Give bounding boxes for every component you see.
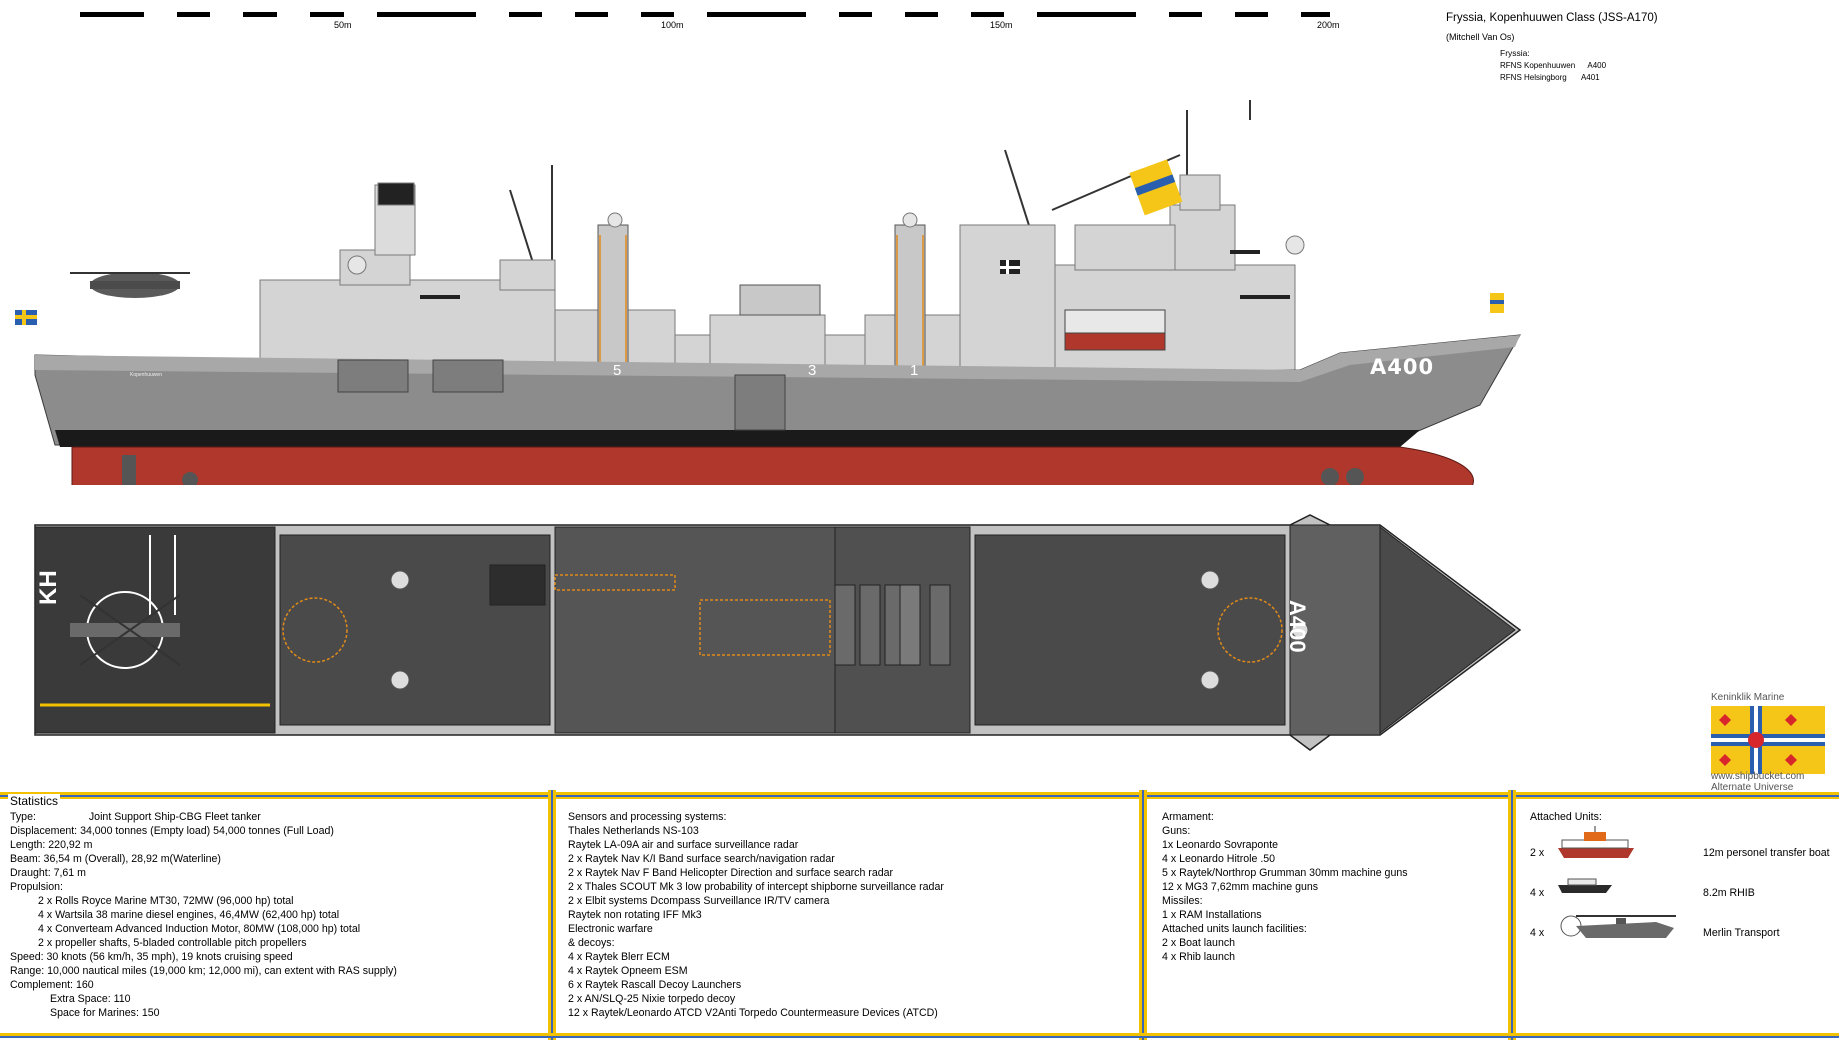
sensor-line: 2 x Elbit systems Dcompass Surveillance …: [568, 895, 830, 907]
ship-entry: RFNS Kopenhuuwen A400: [1500, 61, 1606, 70]
sensor-line: Raytek LA-09A air and surface surveillan…: [568, 839, 799, 851]
scale-label-150m: 150m: [990, 20, 1013, 30]
general-stats-column: Type: Joint Support Ship-CBG Fleet tanke…: [10, 810, 397, 1020]
superstructure: [259, 174, 1296, 386]
unit-name: 12m personel transfer boat: [1703, 847, 1830, 859]
scale-bar: 50m 100m 150m 200m: [80, 12, 1340, 38]
ship-name: RFNS Kopenhuuwen: [1500, 61, 1576, 70]
stat-line: 4 x Converteam Advanced Induction Motor,…: [38, 923, 361, 935]
sensor-line: 2 x Thales SCOUT Mk 3 low probability of…: [568, 881, 944, 893]
sensor-line: 4 x Raytek Opneem ESM: [568, 965, 688, 977]
ship-entry: RFNS Helsingborg A401: [1500, 73, 1600, 82]
universe-note: Alternate Universe: [1711, 782, 1794, 793]
helideck-marking: KH: [35, 570, 62, 605]
attached-units-title: Attached Units:: [1530, 811, 1602, 823]
stat-line: 2 x Rolls Royce Marine MT30, 72MW (96,00…: [38, 895, 294, 907]
scale-label-50m: 50m: [334, 20, 352, 30]
sensor-line: 2 x AN/SLQ-25 Nixie torpedo decoy: [568, 993, 736, 1005]
ras-station-number: 1: [910, 362, 919, 379]
armament-line: Armament:: [1162, 811, 1214, 823]
sensor-line: Raytek non rotating IFF Mk3: [568, 909, 702, 921]
deck-sections: [34, 524, 1516, 736]
stat-line: 4 x Wartsila 38 marine diesel engines, 4…: [38, 909, 340, 921]
statistics-panel: Statistics Type: Joint Support Ship-CBG …: [0, 790, 1839, 1040]
stat-line: Type: Joint Support Ship-CBG Fleet tanke…: [10, 811, 261, 823]
unit-qty: 4 x: [1530, 927, 1545, 939]
statistics-tab: Statistics: [8, 794, 61, 808]
waterline-stripe: [55, 430, 1420, 447]
unit-name: 8.2m RHIB: [1703, 887, 1755, 899]
armament-line: 2 x Boat launch: [1162, 937, 1236, 949]
sensor-line: Sensors and processing systems:: [568, 811, 727, 823]
ras-station-number: 3: [808, 362, 817, 379]
scale-label-200m: 200m: [1317, 20, 1340, 30]
armament-line: Attached units launch facilities:: [1162, 923, 1307, 935]
hull-name: Kopenhuuwen: [130, 372, 162, 378]
radomes: [347, 212, 1305, 275]
ship-profile-view: [15, 100, 1521, 485]
sensor-line: 2 x Raytek Nav F Band Helicopter Directi…: [568, 867, 894, 879]
sensor-line: Thales Netherlands NS-103: [568, 825, 699, 837]
stat-line: Draught: 7,61 m: [10, 867, 86, 879]
armament-line: Guns:: [1162, 825, 1191, 837]
armament-line: 1x Leonardo Sovraponte: [1162, 839, 1279, 851]
armament-column: Armament: Guns: 1x Leonardo Sovraponte 4…: [1162, 810, 1408, 964]
hull-pennant-number: A400: [1370, 355, 1435, 379]
country-label: Fryssia:: [1500, 48, 1530, 58]
stat-line: Displacement: 34,000 tonnes (Empty load)…: [10, 825, 334, 837]
naval-ensign-flag: [1711, 706, 1825, 774]
unit-qty: 2 x: [1530, 847, 1545, 859]
stat-line: Space for Marines: 150: [50, 1007, 160, 1019]
sensors-column: Sensors and processing systems: Thales N…: [568, 810, 944, 1020]
helicopter-on-deck: [70, 272, 190, 298]
ship-pennant: A401: [1580, 73, 1600, 82]
unit-qty: 4 x: [1530, 887, 1545, 899]
armament-line: Missiles:: [1162, 895, 1203, 907]
sensor-line: 6 x Raytek Rascall Decoy Launchers: [568, 979, 742, 991]
stat-line: Speed: 30 knots (56 km/h, 35 mph), 19 kn…: [10, 951, 293, 963]
sensor-line: Electronic warfare: [568, 923, 653, 935]
stat-line: Complement: 160: [10, 979, 94, 991]
armament-line: 4 x Leonardo Hitrole .50: [1162, 853, 1276, 865]
ship-plan-view: [34, 514, 1522, 751]
stat-line: Beam: 36,54 m (Overall), 28,92 m(Waterli…: [10, 853, 221, 865]
unit-name: Merlin Transport: [1703, 927, 1780, 939]
ship-name: RFNS Helsingborg: [1500, 73, 1567, 82]
helicopter-top-view: [70, 594, 181, 666]
drawing-author: (Mitchell Van Os): [1446, 32, 1515, 42]
hull-antifouling: [71, 446, 1474, 485]
ras-station-number: 5: [613, 362, 622, 379]
ensign-flags: [15, 159, 1504, 325]
site-credit: www.shipbucket.com: [1711, 771, 1805, 782]
transfer-boat-icon: [1558, 826, 1634, 858]
armament-line: 1 x RAM Installations: [1162, 909, 1262, 921]
stat-line: Extra Space: 110: [50, 993, 131, 1005]
armament-line: 4 x Rhib launch: [1162, 951, 1236, 963]
sensor-line: 12 x Raytek/Leonardo ATCD V2Anti Torpedo…: [568, 1007, 938, 1019]
ship-pennant: A400: [1587, 61, 1607, 70]
stat-line: 2 x propeller shafts, 5-bladed controlla…: [38, 937, 307, 949]
armament-line: 12 x MG3 7,62mm machine guns: [1162, 881, 1319, 893]
armament-line: 5 x Raytek/Northrop Grumman 30mm machine…: [1162, 867, 1408, 879]
sensor-line: 2 x Raytek Nav K/I Band surface search/n…: [568, 853, 835, 865]
drawing-title: Fryssia, Kopenhuuwen Class (JSS-A170): [1446, 12, 1658, 24]
hull-doors: [337, 309, 1166, 431]
sensor-line: & decoys:: [568, 937, 615, 949]
rhib-icon: [1558, 878, 1612, 893]
stat-line: Range: 10,000 nautical miles (19,000 km;…: [10, 965, 397, 977]
stat-line: Length: 220,92 m: [10, 839, 93, 851]
scale-label-100m: 100m: [661, 20, 684, 30]
sensor-line: 4 x Raytek Blerr ECM: [568, 951, 670, 963]
stat-line: Propulsion:: [10, 881, 63, 893]
deck-pennant-number: A400: [1285, 600, 1310, 653]
navy-name: Keninklik Marine: [1711, 692, 1785, 703]
helicopter-icon: [1560, 915, 1676, 938]
propellers: [122, 455, 1364, 485]
